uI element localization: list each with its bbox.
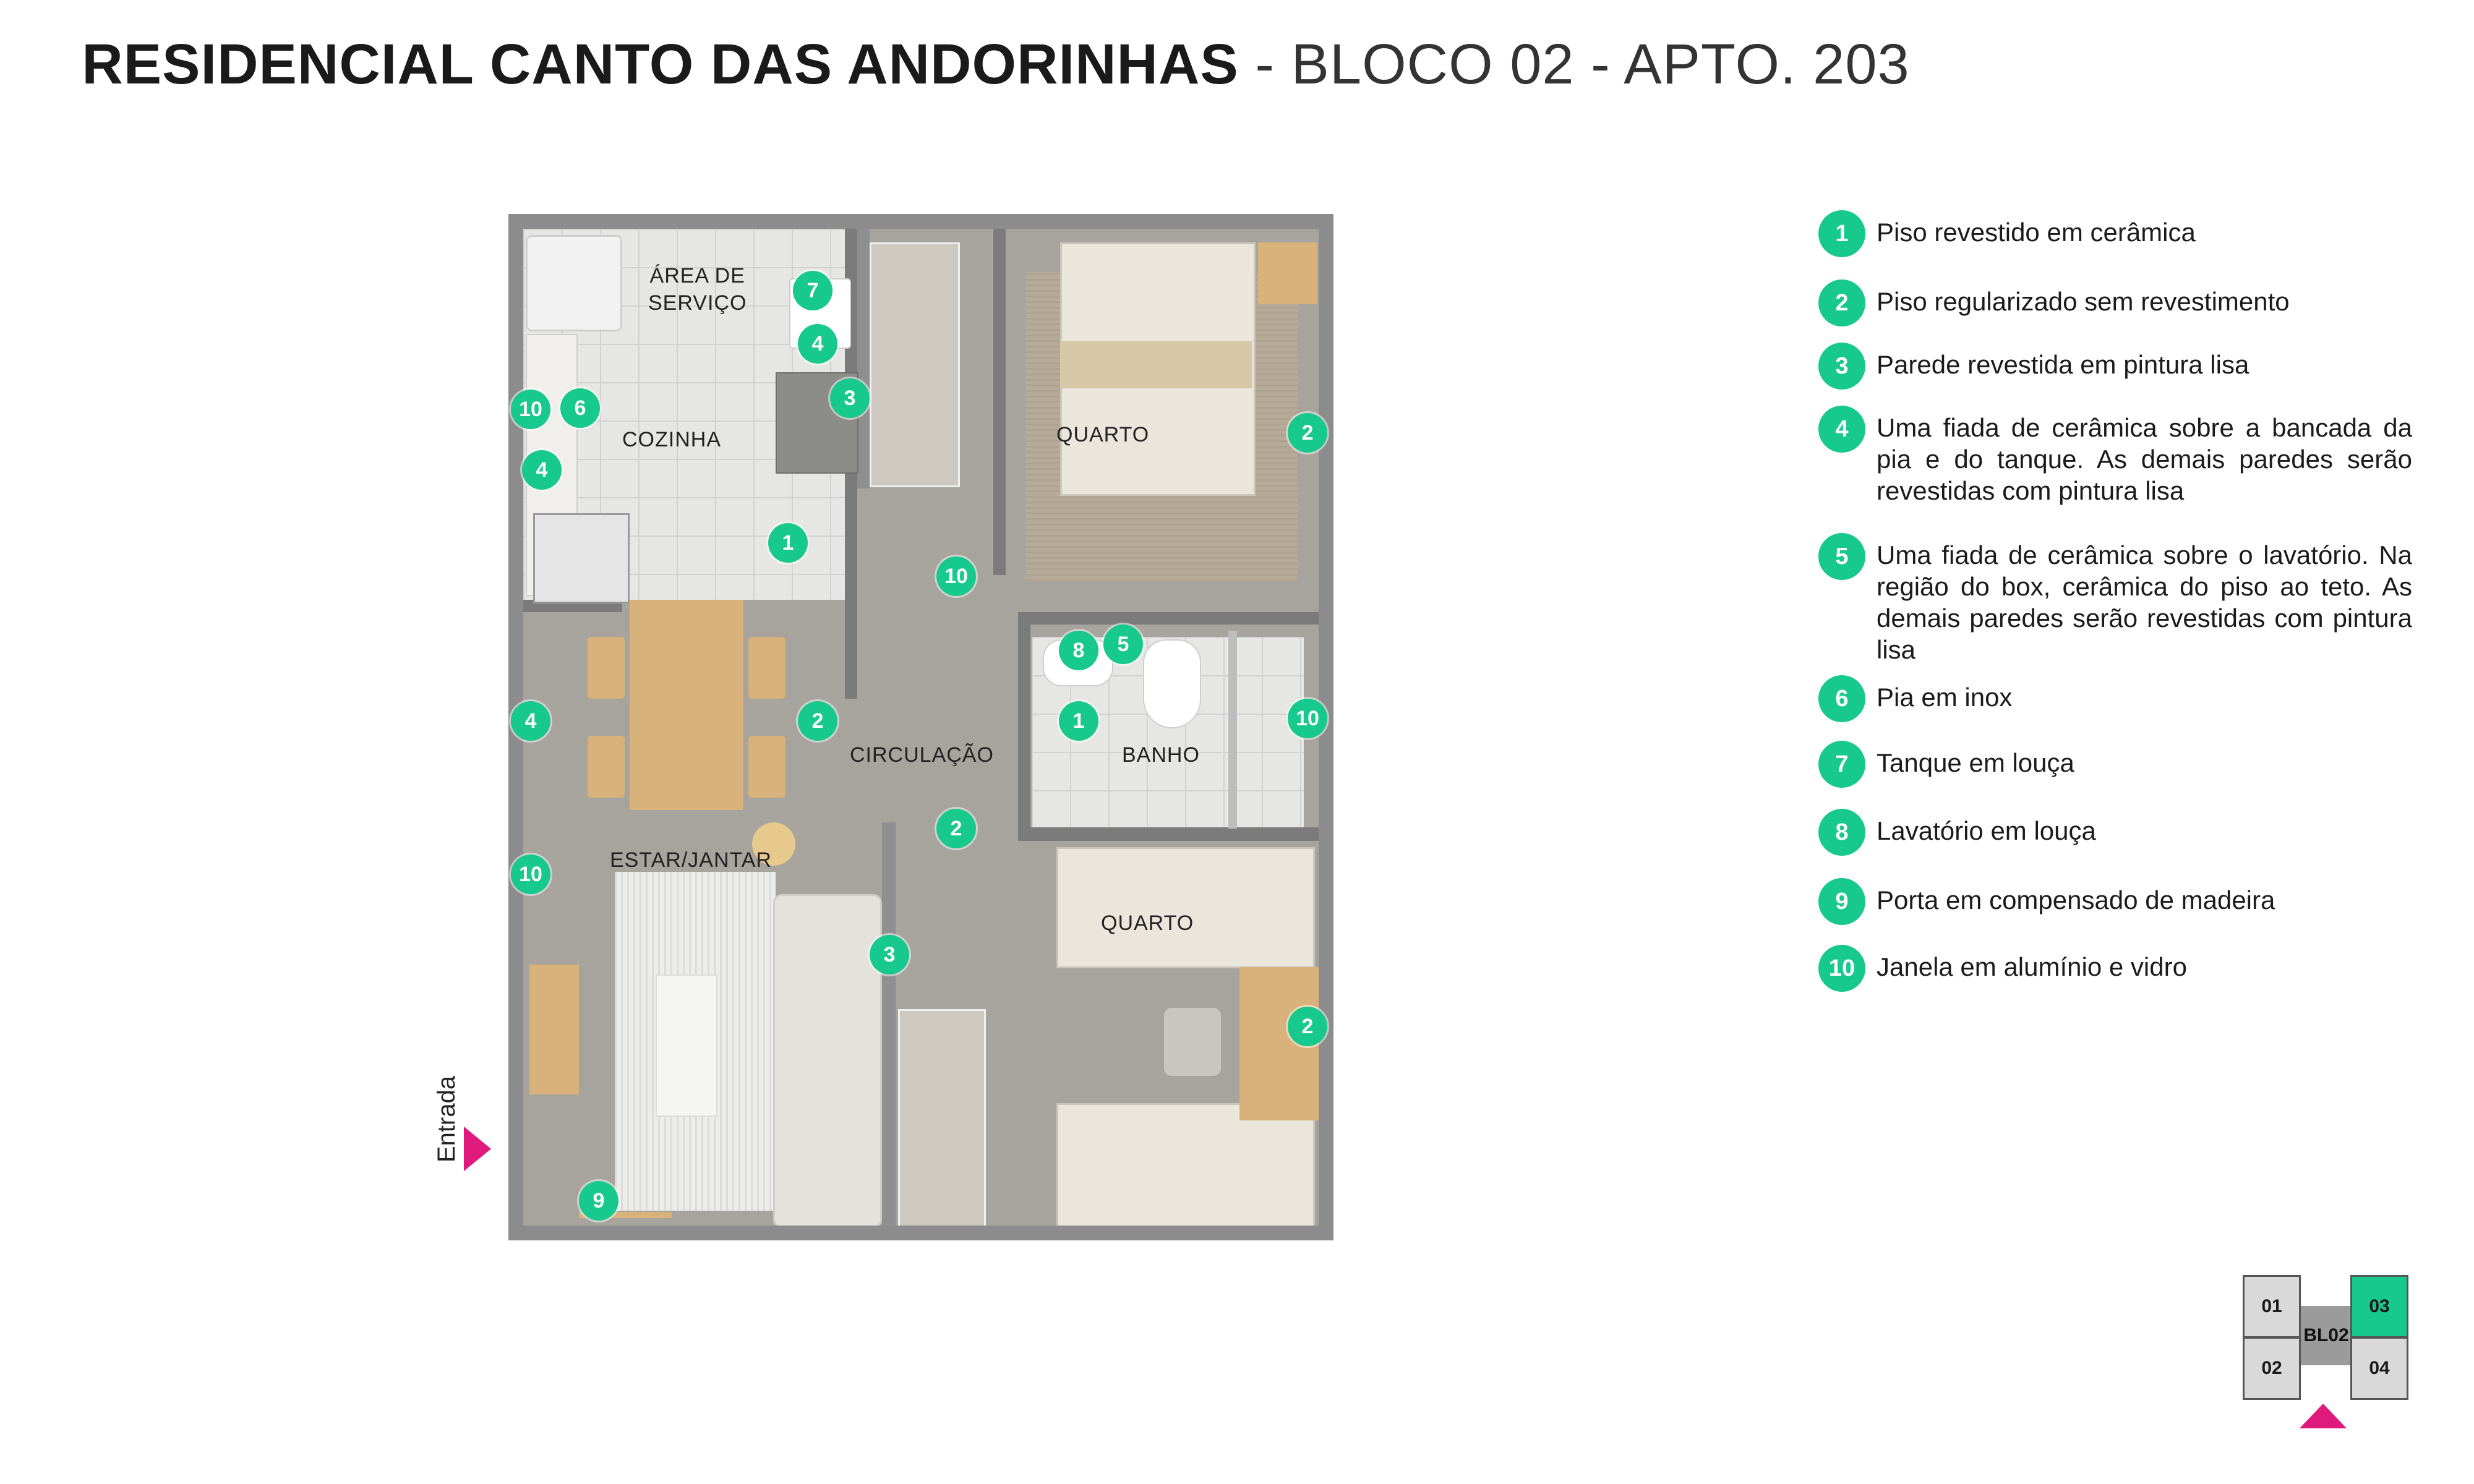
title-residential-name: RESIDENCIAL CANTO DAS ANDORINHAS <box>82 33 1239 96</box>
dining-chair <box>748 637 785 699</box>
coffee-table <box>656 974 717 1117</box>
legend-item: 5 Uma fiada de cerâmica sobre o lavatóri… <box>1818 533 2412 665</box>
legend-text: Uma fiada de cerâmica sobre a bancada da… <box>1877 413 2412 505</box>
legend-number: 6 <box>1818 675 1865 722</box>
finish-marker: 10 <box>936 556 976 596</box>
dining-table <box>630 600 743 810</box>
legend-item: 4 Uma fiada de cerâmica sobre a bancada … <box>1818 406 2412 506</box>
finish-marker: 10 <box>1288 699 1327 738</box>
unit-03: 03 <box>2350 1275 2408 1338</box>
legend-number: 7 <box>1818 741 1865 788</box>
legend-text: Porta em compensado de madeira <box>1877 885 2275 915</box>
bed-blanket <box>1060 341 1252 388</box>
legend-item: 7 Tanque em louça <box>1818 741 2412 788</box>
finish-marker: 4 <box>522 450 562 490</box>
finish-marker: 2 <box>936 809 976 848</box>
legend-number: 4 <box>1818 406 1865 453</box>
finish-marker: 4 <box>798 324 837 364</box>
washing-machine <box>526 235 622 331</box>
block-location-key: 01 02 BL02 03 04 <box>2243 1275 2410 1442</box>
desk-chair <box>1164 1008 1221 1076</box>
finish-marker: 4 <box>511 701 550 741</box>
finish-marker: 10 <box>511 855 550 894</box>
room-label-quarto-1: QUARTO <box>1056 423 1150 446</box>
block-entrance-arrow-icon <box>2300 1404 2347 1428</box>
legend-text: Piso revestido em cerâmica <box>1877 218 2196 247</box>
legend-text: Janela em alumínio e vidro <box>1877 952 2187 981</box>
legend-text: Tanque em louça <box>1877 748 2074 777</box>
block-core: BL02 <box>2301 1306 2352 1365</box>
legend-item: 3 Parede revestida em pintura lisa <box>1818 343 2412 390</box>
legend-number: 2 <box>1818 279 1865 326</box>
wardrobe-1 <box>870 242 960 487</box>
finish-marker: 2 <box>1288 1007 1327 1046</box>
legend-item: 2 Piso regularizado sem revestimento <box>1818 279 2412 326</box>
stove <box>533 513 630 603</box>
legend-text: Lavatório em louça <box>1877 816 2096 845</box>
title-unit-info: - BLOCO 02 - APTO. 203 <box>1238 33 1910 96</box>
room-label-banho: BANHO <box>1122 743 1200 767</box>
single-bed <box>1056 847 1315 968</box>
wall-bedroom-left <box>993 229 1006 575</box>
legend-number: 10 <box>1818 945 1865 992</box>
finish-marker: 8 <box>1059 631 1098 670</box>
legend-text: Pia em inox <box>1877 683 2013 712</box>
floor-plan: ÁREA DE SERVIÇO COZINHA QUARTO CIRCULAÇÃ… <box>508 214 1333 1240</box>
dining-chair <box>748 736 785 798</box>
single-bed <box>1056 1103 1315 1226</box>
entrance-door <box>579 1212 672 1218</box>
unit-04: 04 <box>2350 1337 2408 1400</box>
legend-item: 6 Pia em inox <box>1818 675 2412 722</box>
wall-bath-divider <box>1228 631 1237 829</box>
unit-02: 02 <box>2243 1337 2301 1400</box>
legend-item: 10 Janela em alumínio e vidro <box>1818 945 2412 992</box>
floor-plan-interior: ÁREA DE SERVIÇO COZINHA QUARTO CIRCULAÇÃ… <box>523 229 1319 1226</box>
room-label-estar-jantar: ESTAR/JANTAR <box>610 848 772 872</box>
toilet <box>1143 639 1201 728</box>
room-label-circulacao: CIRCULAÇÃO <box>850 743 994 767</box>
entrance-label: Entrada <box>433 1075 460 1162</box>
finish-marker: 10 <box>511 390 550 429</box>
room-label-cozinha: COZINHA <box>622 428 721 451</box>
legend-number: 9 <box>1818 878 1865 925</box>
legend-item: 9 Porta em compensado de madeira <box>1818 878 2412 925</box>
dining-chair <box>588 736 625 798</box>
finish-marker: 7 <box>793 271 833 310</box>
finish-marker: 1 <box>1059 701 1098 741</box>
legend-number: 8 <box>1818 809 1865 856</box>
finish-marker: 6 <box>560 388 600 428</box>
legend-text: Piso regularizado sem revestimento <box>1877 287 2290 316</box>
wall-hall-left <box>857 229 870 488</box>
side-table <box>752 822 795 866</box>
legend-number: 3 <box>1818 343 1865 390</box>
wardrobe-2 <box>898 1009 986 1226</box>
legend-text: Uma fiada de cerâmica sobre o lavatório.… <box>1877 540 2412 664</box>
finish-marker: 3 <box>870 935 909 974</box>
sofa <box>773 894 882 1226</box>
wall-bath-top <box>1018 612 1319 625</box>
tv-stand <box>529 965 579 1094</box>
finish-marker: 2 <box>1288 413 1327 453</box>
legend-item: 8 Lavatório em louça <box>1818 809 2412 856</box>
finish-marker: 5 <box>1103 625 1143 664</box>
room-label-quarto-2: QUARTO <box>1101 911 1194 935</box>
room-label-area-servico: ÁREA DE SERVIÇO <box>648 264 747 315</box>
unit-01: 01 <box>2243 1275 2301 1338</box>
wall-bath-left <box>1018 612 1030 835</box>
entrance-arrow-icon <box>464 1127 491 1171</box>
legend-number: 5 <box>1818 533 1865 580</box>
wall-living-partition <box>882 822 896 1226</box>
page-title: RESIDENCIAL CANTO DAS ANDORINHAS - BLOCO… <box>0 32 1992 97</box>
legend-number: 1 <box>1818 210 1865 257</box>
finish-marker: 2 <box>798 701 837 741</box>
finish-marker: 3 <box>830 378 870 418</box>
legend-item: 1 Piso revestido em cerâmica <box>1818 210 2412 257</box>
nightstand <box>1258 242 1317 304</box>
wall-bath-bottom <box>1018 827 1319 841</box>
dining-chair <box>588 637 625 699</box>
finish-marker: 1 <box>768 523 808 563</box>
legend-text: Parede revestida em pintura lisa <box>1877 350 2249 379</box>
finish-marker: 9 <box>579 1181 618 1221</box>
